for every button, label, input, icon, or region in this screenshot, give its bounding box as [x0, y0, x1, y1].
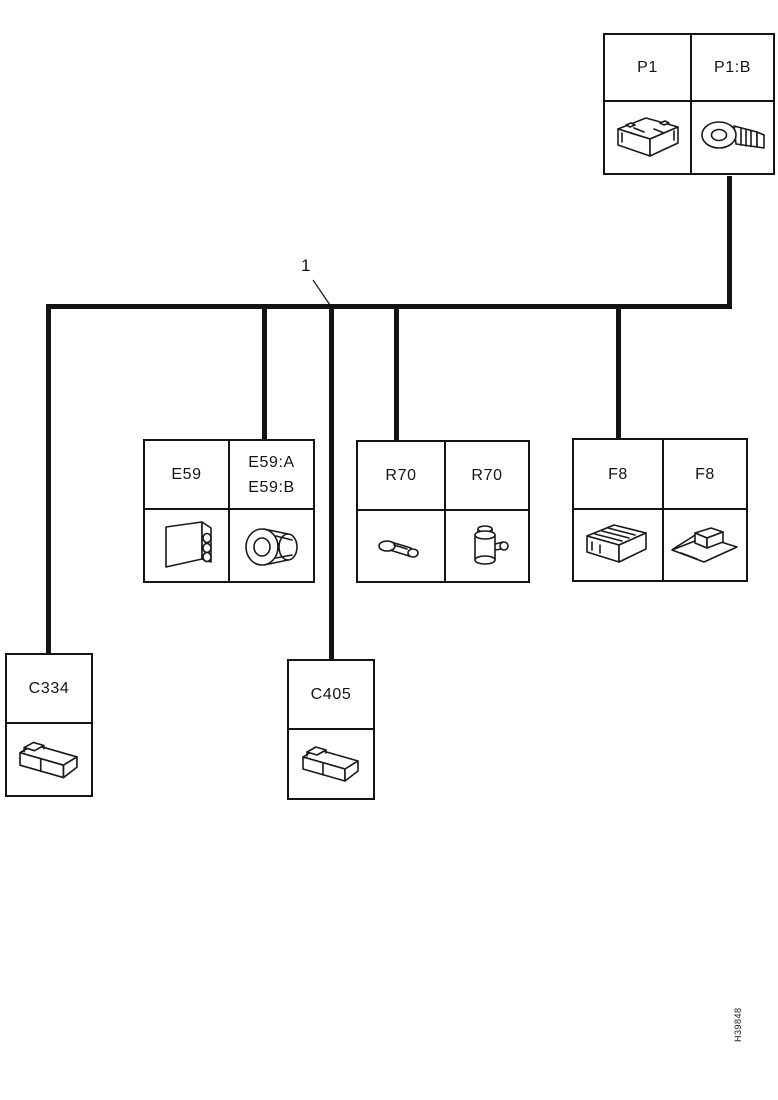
component-box-e59-cell: E59:A E59:B — [230, 441, 313, 510]
component-box-e59-cell — [230, 510, 313, 581]
harness-bus-line — [46, 304, 732, 309]
component-box-e59: E59 E59:A E59:B — [143, 439, 315, 583]
component-box-e59-cell: E59 — [145, 441, 230, 510]
branch-line-c405 — [329, 304, 334, 661]
callout-label: 1 — [301, 256, 311, 275]
fuse-box-icon — [586, 524, 647, 563]
component-label-e59: E59 — [171, 466, 202, 483]
branch-line-e59 — [262, 304, 267, 441]
connector-icon — [302, 746, 359, 782]
component-box-c405-cell: C405 — [289, 661, 373, 730]
component-label-p1: P1 — [637, 59, 658, 76]
component-box-r70-cell — [358, 511, 446, 581]
component-box-f8-cell: F8 — [574, 440, 664, 510]
component-box-e59-cell — [145, 510, 230, 581]
component-box-p1-cell: P1 — [605, 35, 692, 102]
relay-bracket-icon — [671, 527, 738, 563]
component-box-c405: C405 — [287, 659, 375, 800]
component-box-c334-cell — [7, 724, 91, 795]
callout-leader-line — [312, 279, 333, 309]
component-box-p1: P1 P1:B — [603, 33, 775, 175]
component-label-c405: C405 — [310, 686, 352, 703]
component-label-f8-right: F8 — [695, 465, 715, 483]
component-box-f8-cell: F8 — [664, 440, 746, 510]
branch-line-p1 — [727, 176, 732, 309]
component-label-f8-left: F8 — [608, 465, 628, 483]
sensor-icon — [378, 540, 419, 558]
component-box-p1-cell: P1:B — [692, 35, 773, 102]
component-box-r70: R70 R70 — [356, 440, 530, 583]
connector-icon — [19, 741, 78, 778]
control-module-icon — [164, 520, 212, 568]
component-label-e59a: E59:A — [248, 453, 295, 471]
component-label-c334: C334 — [28, 680, 70, 697]
branch-line-r70 — [394, 304, 399, 442]
component-box-p1-cell — [692, 102, 773, 173]
motor-icon — [244, 527, 298, 566]
component-box-c405-cell — [289, 730, 373, 798]
component-box-f8-cell — [574, 510, 664, 580]
component-box-f8: F8 F8 — [572, 438, 748, 582]
component-label-p1b: P1:B — [713, 59, 752, 76]
branch-line-c334 — [46, 304, 51, 653]
component-box-c334-cell: C334 — [7, 655, 91, 724]
component-box-r70-cell: R70 — [446, 442, 528, 511]
branch-line-f8 — [616, 304, 621, 440]
drawing-id-text: H39848 — [733, 1007, 743, 1042]
component-box-f8-cell — [664, 510, 746, 580]
pump-relay-icon — [474, 525, 509, 565]
component-box-c334: C334 — [5, 653, 93, 797]
component-label-r70-right: R70 — [471, 467, 503, 484]
component-box-p1-cell — [605, 102, 692, 173]
component-label-e59b: E59:B — [248, 478, 295, 496]
component-label-r70-left: R70 — [385, 467, 417, 484]
battery-icon — [616, 116, 679, 157]
component-box-r70-cell: R70 — [358, 442, 446, 511]
ring-terminal-icon — [700, 120, 765, 149]
component-box-r70-cell — [446, 511, 528, 581]
